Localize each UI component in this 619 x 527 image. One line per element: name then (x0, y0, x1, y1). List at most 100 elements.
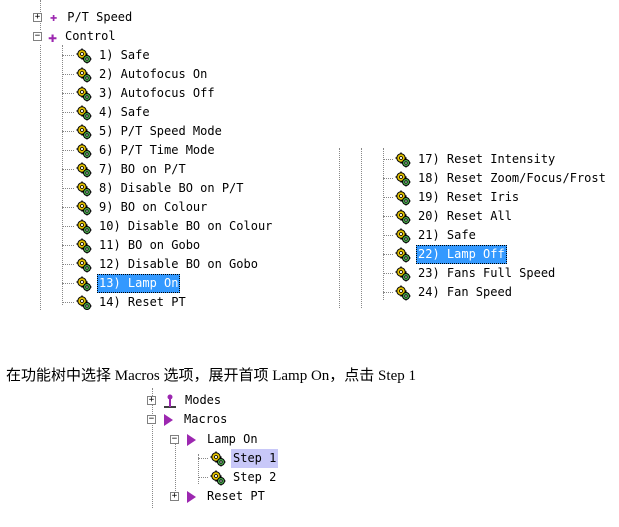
tree-item[interactable]: 12) Disable BO on Gobo (62, 255, 260, 274)
tree-item[interactable]: 2) Autofocus On (62, 65, 209, 84)
tree-item-lamp-on[interactable]: − Lamp On (170, 430, 260, 449)
tree-connector (383, 254, 393, 255)
macro-gear-icon (76, 200, 92, 216)
tree-connector (198, 477, 208, 478)
tree-item-label: 22) Lamp Off (416, 245, 507, 264)
tree-item-label: 10) Disable BO on Colour (99, 219, 273, 233)
macro-gear-icon (76, 295, 92, 311)
macro-step-gear-icon (210, 470, 226, 486)
tree-item-label: Lamp On (207, 432, 258, 446)
tree-connector (62, 131, 74, 132)
tree-item-label: 21) Safe (418, 228, 476, 242)
tree-item-label: 18) Reset Zoom/Focus/Frost (418, 171, 606, 185)
tree-item-label: Step 2 (233, 470, 277, 484)
tree-item-label: 6) P/T Time Mode (99, 143, 215, 157)
tree-item-label: 23) Fans Full Speed (418, 266, 556, 280)
tree-item-label: P/T Speed (67, 10, 133, 24)
tree-item[interactable]: 10) Disable BO on Colour (62, 217, 274, 236)
tree-item-reset-pt[interactable]: + Reset PT (170, 487, 267, 506)
tree-item[interactable]: 18) Reset Zoom/Focus/Frost (383, 169, 608, 188)
expand-plus-icon[interactable]: + (170, 491, 179, 501)
tree-item[interactable]: 11) BO on Gobo (62, 236, 202, 255)
tree-item[interactable]: 3) Autofocus Off (62, 84, 217, 103)
tree-connector (198, 458, 208, 459)
tree-connector (62, 55, 74, 56)
tree-item[interactable]: 7) BO on P/T (62, 160, 188, 179)
tree-connector (62, 74, 74, 75)
tree-item-label: Reset PT (207, 489, 265, 503)
tree-connector (62, 169, 74, 170)
tree-connector (339, 148, 340, 308)
tree-item[interactable]: 4) Safe (62, 103, 152, 122)
tree-item[interactable]: 22) Lamp Off (383, 245, 507, 264)
tree-item[interactable]: 1) Safe (62, 46, 152, 65)
tree-connector (383, 178, 393, 179)
tree-connector (152, 388, 153, 508)
macro-gear-icon (395, 171, 411, 187)
collapse-minus-icon[interactable]: − (147, 414, 156, 424)
tree-connector (62, 45, 63, 305)
tree-connector (198, 454, 199, 484)
macro-gear-icon (76, 48, 92, 64)
tree-item[interactable]: 6) P/T Time Mode (62, 141, 217, 160)
tree-connector (62, 150, 74, 151)
tree-item[interactable]: 23) Fans Full Speed (383, 264, 557, 283)
tree-item[interactable]: 19) Reset Iris (383, 188, 521, 207)
group-plus-icon: ✚ (48, 27, 58, 46)
tree-item-label: 11) BO on Gobo (99, 238, 201, 252)
left-tree-panel: + ✚ P/T Speed − ✚ Control 1) Safe 2) Auto… (0, 0, 340, 310)
instruction-caption: 在功能树中选择 Macros 选项，展开首项 Lamp On，点击 Step 1 (6, 368, 416, 384)
tree-connector (40, 45, 41, 310)
collapse-minus-icon[interactable]: − (33, 31, 42, 41)
tree-item-pt-speed[interactable]: + ✚ P/T Speed (33, 8, 134, 27)
tree-connector (62, 188, 74, 189)
macro-gear-icon (76, 257, 92, 273)
tree-connector (62, 93, 74, 94)
collapse-minus-icon[interactable]: − (170, 434, 179, 444)
macro-gear-icon (76, 238, 92, 254)
tree-connector (383, 273, 393, 274)
tree-connector (62, 112, 74, 113)
tree-item[interactable]: 17) Reset Intensity (383, 150, 557, 169)
tree-item[interactable]: 14) Reset PT (62, 293, 188, 310)
tree-item-step-2[interactable]: Step 2 (198, 468, 278, 487)
tree-item[interactable]: 13) Lamp On (62, 274, 181, 293)
tree-connector (383, 148, 384, 300)
tree-group-label: Control (65, 29, 116, 43)
tree-item-label: 5) P/T Speed Mode (99, 124, 222, 138)
tree-item[interactable]: 5) P/T Speed Mode (62, 122, 224, 141)
tree-item-step-1[interactable]: Step 1 (198, 449, 279, 468)
macro-gear-icon (76, 143, 92, 159)
tree-connector (62, 245, 74, 246)
tree-connector (383, 235, 393, 236)
macro-gear-icon (76, 276, 92, 292)
macro-arrow-icon (164, 413, 173, 426)
expand-plus-icon[interactable]: + (147, 395, 156, 405)
tree-item[interactable]: 24) Fan Speed (383, 283, 514, 302)
tree-item-label: 19) Reset Iris (418, 190, 520, 204)
tree-item-label: 8) Disable BO on P/T (99, 181, 244, 195)
group-icon: ✚ (50, 10, 58, 24)
macro-arrow-icon (187, 433, 196, 446)
tree-item-label: Macros (184, 412, 228, 426)
tree-item[interactable]: 8) Disable BO on P/T (62, 179, 246, 198)
tree-item-label: Step 1 (231, 449, 279, 468)
tree-connector (62, 283, 74, 284)
bottom-tree-panel: + Modes − Macros − Lamp On Step 1 Step 2 (140, 388, 340, 527)
macro-gear-icon (76, 86, 92, 102)
tree-item-modes[interactable]: + Modes (147, 391, 223, 410)
tree-item-label: Modes (185, 393, 222, 407)
expand-plus-icon[interactable]: + (33, 12, 42, 22)
macro-gear-icon (76, 124, 92, 140)
tree-item-label: 12) Disable BO on Gobo (99, 257, 258, 271)
tree-item-label: 2) Autofocus On (99, 67, 208, 81)
tree-item[interactable]: 9) BO on Colour (62, 198, 209, 217)
tree-item-label: 3) Autofocus Off (99, 86, 215, 100)
tree-item[interactable]: 21) Safe (383, 226, 478, 245)
tree-group-control[interactable]: − ✚ Control (33, 27, 118, 46)
macro-gear-icon (395, 228, 411, 244)
tree-group-macros[interactable]: − Macros (147, 410, 229, 429)
tree-item-label: 7) BO on P/T (99, 162, 186, 176)
tree-item[interactable]: 20) Reset All (383, 207, 514, 226)
macro-gear-icon (395, 152, 411, 168)
